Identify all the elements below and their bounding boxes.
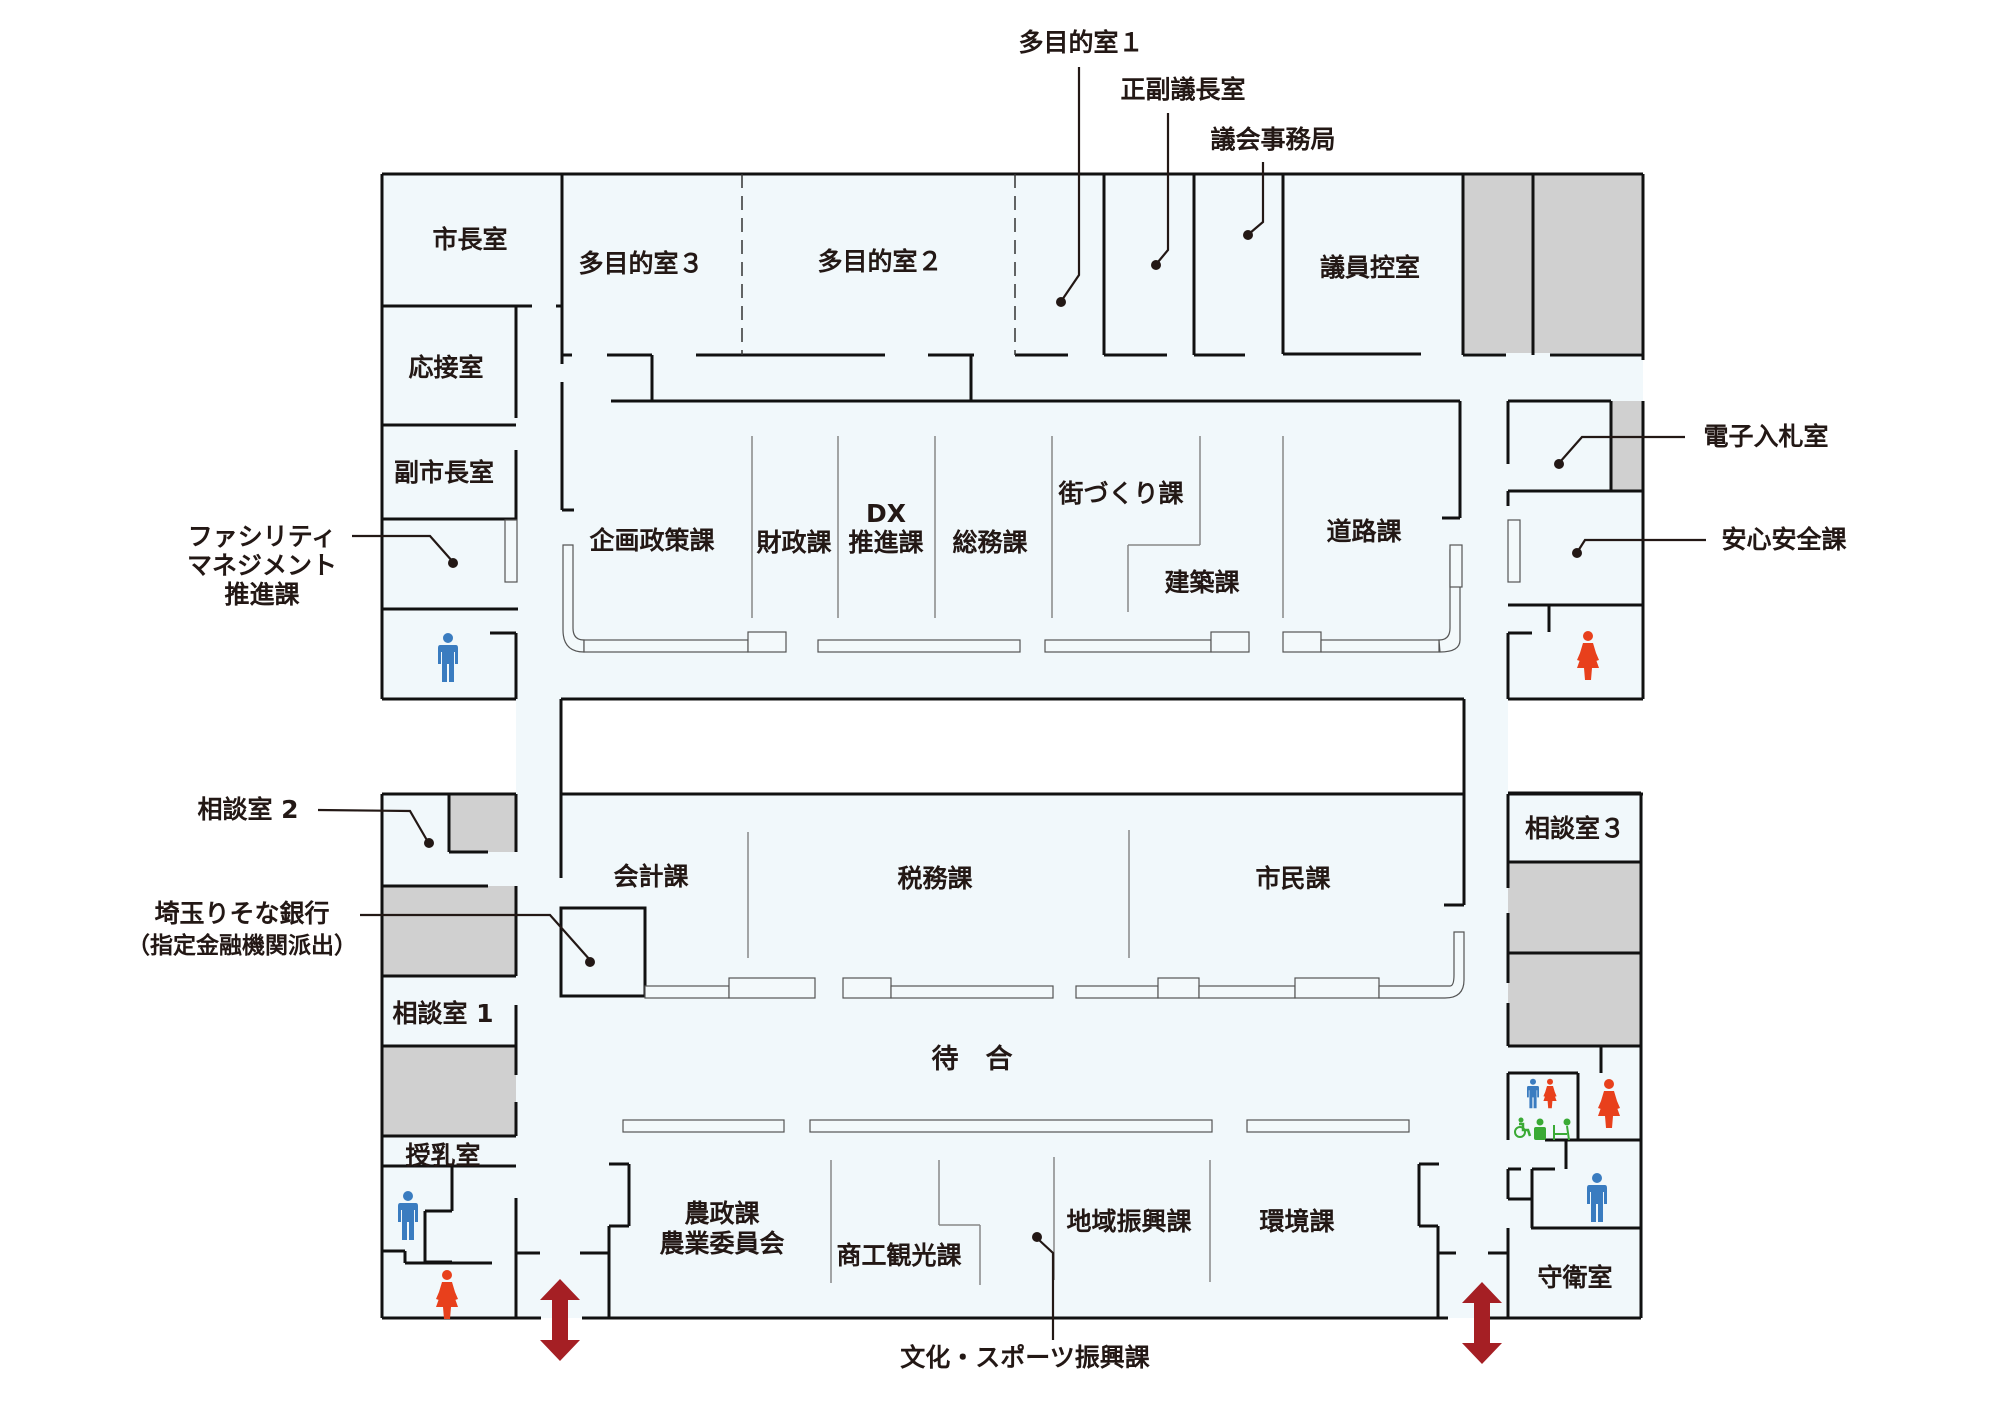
room-members: 議員控室 <box>1319 253 1421 282</box>
walls <box>380 172 1645 1320</box>
office-building: 建築課 <box>1164 568 1240 597</box>
office-dividers <box>747 436 1284 1285</box>
office-town-planning: 街づくり課 <box>1058 479 1184 508</box>
room-consult-1: 相談室 1 <box>392 999 494 1028</box>
callout-e-bidding: 電子入札室 <box>1703 422 1829 451</box>
callout-bank-line2: （指定金融機関派出） <box>127 933 357 959</box>
callout-multipurpose-room-1: 多目的室１ <box>1018 28 1144 57</box>
baby-changing-icon <box>1553 1118 1571 1141</box>
callout-culture-sports: 文化・スポーツ振興課 <box>900 1343 1150 1372</box>
office-dx-line2: 推進課 <box>848 528 924 557</box>
office-planning: 企画政策課 <box>589 526 715 555</box>
office-agri-line2: 農業委員会 <box>659 1229 785 1258</box>
office-finance: 財政課 <box>756 528 832 557</box>
movable-partitions <box>741 174 1016 355</box>
restricted-areas <box>382 174 1643 1136</box>
callout-chair-room: 正副議長室 <box>1120 75 1246 104</box>
callout-safety: 安心安全課 <box>1721 525 1847 554</box>
office-tax: 税務課 <box>897 864 973 893</box>
room-multipurpose-3: 多目的室３ <box>578 249 704 278</box>
callout-leaders <box>317 67 1706 1340</box>
service-counters <box>504 519 1521 1133</box>
office-general-affairs: 総務課 <box>952 528 1028 557</box>
room-consult-3: 相談室３ <box>1524 814 1626 843</box>
room-mayor: 市長室 <box>432 225 508 254</box>
office-citizens: 市民課 <box>1255 864 1331 893</box>
office-accounting: 会計課 <box>613 862 689 891</box>
wheelchair-icon <box>1514 1117 1532 1138</box>
callout-bank-line1: 埼玉りそな銀行 <box>154 899 330 928</box>
room-multipurpose-2: 多目的室２ <box>817 247 943 276</box>
office-regional: 地域振興課 <box>1066 1207 1192 1236</box>
office-dx-line1: DX <box>865 499 907 528</box>
office-agri-line1: 農政課 <box>684 1199 760 1228</box>
callout-facility-line2: マネジメント <box>186 551 338 580</box>
office-environment: 環境課 <box>1259 1207 1335 1236</box>
ostomate-icon <box>1534 1118 1546 1140</box>
stairs-arrow-icon <box>540 1279 1502 1364</box>
callout-council-office: 議会事務局 <box>1210 125 1336 154</box>
accessible-restroom-icon <box>1514 1078 1571 1141</box>
office-commerce: 商工観光課 <box>836 1241 962 1270</box>
floor-area <box>382 174 1643 1318</box>
room-nursing: 授乳室 <box>405 1141 481 1170</box>
waiting-area: 待 合 <box>931 1044 1013 1075</box>
office-roads: 道路課 <box>1326 517 1402 546</box>
callout-facility-line3: 推進課 <box>224 580 300 609</box>
callout-consult-2: 相談室 2 <box>197 795 299 824</box>
room-deputy-mayor: 副市長室 <box>393 458 495 487</box>
room-reception: 応接室 <box>408 353 484 382</box>
room-guard: 守衛室 <box>1537 1263 1613 1292</box>
callout-facility-line1: ファシリティ <box>187 522 337 551</box>
